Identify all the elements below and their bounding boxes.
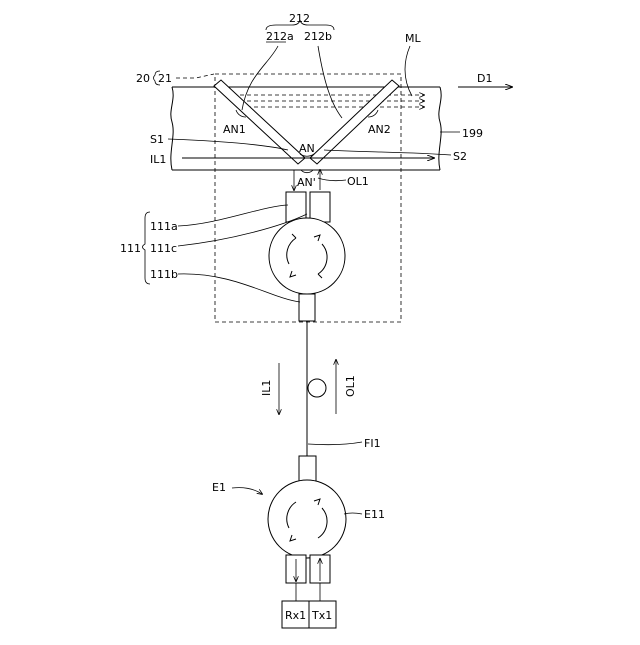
label-an2: AN2 <box>368 123 391 136</box>
label-d1: D1 <box>477 72 492 85</box>
label-111b: 111b <box>150 268 178 281</box>
label-212a: 212a <box>266 30 294 43</box>
label-212b: 212b <box>304 30 332 43</box>
label-ol1: OL1 <box>347 175 369 188</box>
leader-ml <box>405 46 412 96</box>
label-an1: AN1 <box>223 123 246 136</box>
label-s1: S1 <box>150 133 164 146</box>
leader-212a-curve <box>242 46 278 110</box>
circulator-e11 <box>268 456 346 583</box>
reflector-212a <box>214 80 305 164</box>
leader-21 <box>176 74 214 78</box>
leader-s1 <box>168 139 288 150</box>
leader-e1 <box>232 488 262 494</box>
label-212: 212 <box>289 12 310 25</box>
label-rx1: Rx1 <box>285 609 306 622</box>
label-111c: 111c <box>150 242 177 255</box>
label-21: 21 <box>158 72 172 85</box>
label-199: 199 <box>462 127 483 140</box>
label-tx1: Tx1 <box>311 609 332 622</box>
leader-111a <box>178 205 288 226</box>
leader-e11 <box>344 513 362 514</box>
label-fi1: FI1 <box>364 437 381 450</box>
label-s2: S2 <box>453 150 467 163</box>
label-ol1-lower: OL1 <box>344 375 357 397</box>
label-an: AN <box>299 142 315 155</box>
leader-s2 <box>324 150 451 155</box>
label-111a: 111a <box>150 220 178 233</box>
label-il1: IL1 <box>150 153 166 166</box>
leader-ol1 <box>318 178 346 181</box>
leader-fi1 <box>308 442 362 445</box>
label-20: 20 <box>136 72 150 85</box>
coupling-circle <box>308 379 326 397</box>
label-e11: E11 <box>364 508 385 521</box>
label-111: 111 <box>120 242 141 255</box>
circulator-111 <box>269 192 345 321</box>
brace-111 <box>143 212 151 284</box>
label-ml: ML <box>405 32 421 45</box>
label-an-prime: AN' <box>297 176 316 189</box>
label-e1: E1 <box>212 481 226 494</box>
label-il1-lower: IL1 <box>260 380 273 396</box>
